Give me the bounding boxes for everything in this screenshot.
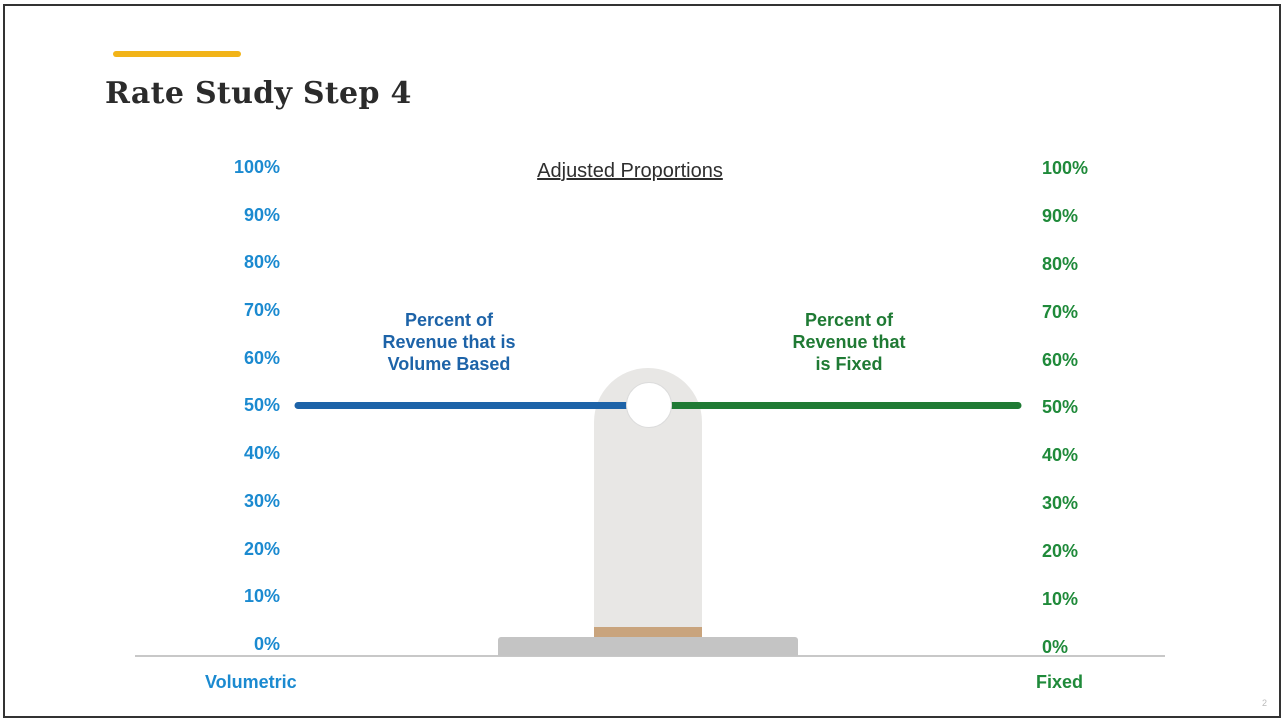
left-tick-label: 10% (243, 586, 280, 606)
label-line: is Fixed (815, 354, 883, 374)
volume-based-label: Percent of Revenue that is Volume Based (349, 309, 549, 375)
label-line: Revenue that is (382, 332, 516, 352)
right-tick-label: 70% (1042, 302, 1079, 322)
right-tick-label: 10% (1042, 589, 1079, 609)
right-tick-label: 30% (1042, 493, 1079, 513)
label-line: Revenue that (792, 332, 906, 352)
right-axis-label: Fixed (1036, 672, 1084, 692)
right-tick-label: 0% (1042, 637, 1069, 657)
page-number: 2 (1262, 698, 1268, 708)
left-tick-label: 50% (243, 395, 280, 415)
left-tick-label: 40% (243, 443, 280, 463)
fixed-label: Percent of Revenue that is Fixed (749, 309, 949, 375)
title-accent-bar (113, 51, 241, 57)
label-line: Volume Based (387, 354, 511, 374)
chart-title: Adjusted Proportions (537, 160, 723, 182)
left-tick-label: 80% (243, 252, 280, 272)
ground-line (135, 655, 1165, 657)
right-tick-label: 80% (1042, 254, 1079, 274)
label-line: Percent of (404, 310, 494, 330)
slide-title: Rate Study Step 4 (105, 76, 412, 111)
left-tick-label: 20% (243, 539, 280, 559)
label-line: Percent of (804, 310, 894, 330)
left-tick-label: 70% (243, 300, 280, 320)
left-tick-label: 0% (253, 634, 280, 654)
left-tick-label: 30% (243, 491, 280, 511)
pivot-circle (626, 382, 672, 428)
left-tick-label: 60% (243, 348, 280, 368)
left-axis-label: Volumetric (205, 672, 297, 692)
left-tick-label: 100% (233, 157, 280, 177)
right-tick-label: 100% (1042, 158, 1089, 178)
right-tick-label: 40% (1042, 445, 1079, 465)
right-tick-label: 50% (1042, 397, 1079, 417)
right-tick-label: 90% (1042, 206, 1079, 226)
fulcrum-base (498, 637, 798, 656)
fulcrum-band (594, 627, 702, 638)
right-tick-label: 20% (1042, 541, 1079, 561)
left-tick-label: 90% (243, 205, 280, 225)
right-tick-label: 60% (1042, 350, 1079, 370)
